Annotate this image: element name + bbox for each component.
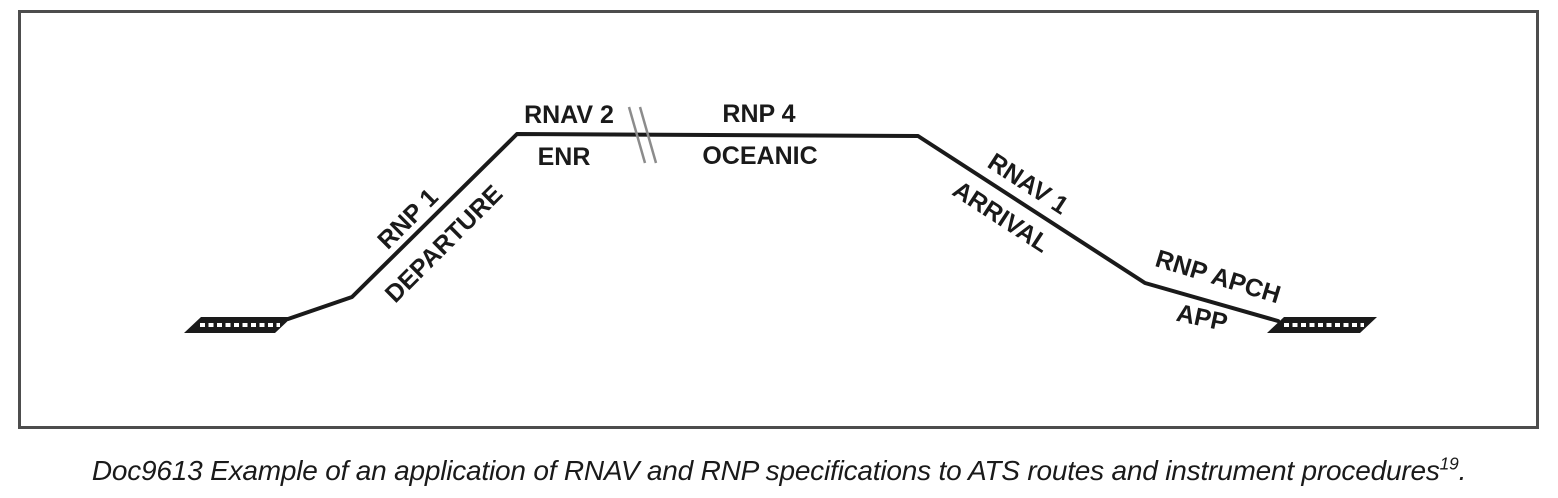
route-break-icon: [627, 106, 658, 164]
label-oceanic-phase: OCEANIC: [702, 142, 817, 170]
departure-runway-icon: [184, 317, 292, 333]
caption-suffix: .: [1458, 455, 1467, 486]
caption-text: Doc9613 Example of an application of RNA…: [91, 455, 1440, 486]
arrival-runway-icon: [1267, 317, 1377, 333]
label-enroute-spec: RNAV 2: [524, 101, 614, 129]
figure-caption: Doc9613 Example of an application of RNA…: [0, 455, 1558, 487]
flight-path-line: [286, 132, 1280, 323]
caption-footnote-ref: 19: [1439, 453, 1459, 474]
label-enroute-phase: ENR: [538, 143, 591, 171]
figure-border: [18, 10, 1539, 429]
label-oceanic-spec: RNP 4: [722, 100, 795, 128]
label-approach-spec: RNP APCH: [1152, 245, 1284, 310]
